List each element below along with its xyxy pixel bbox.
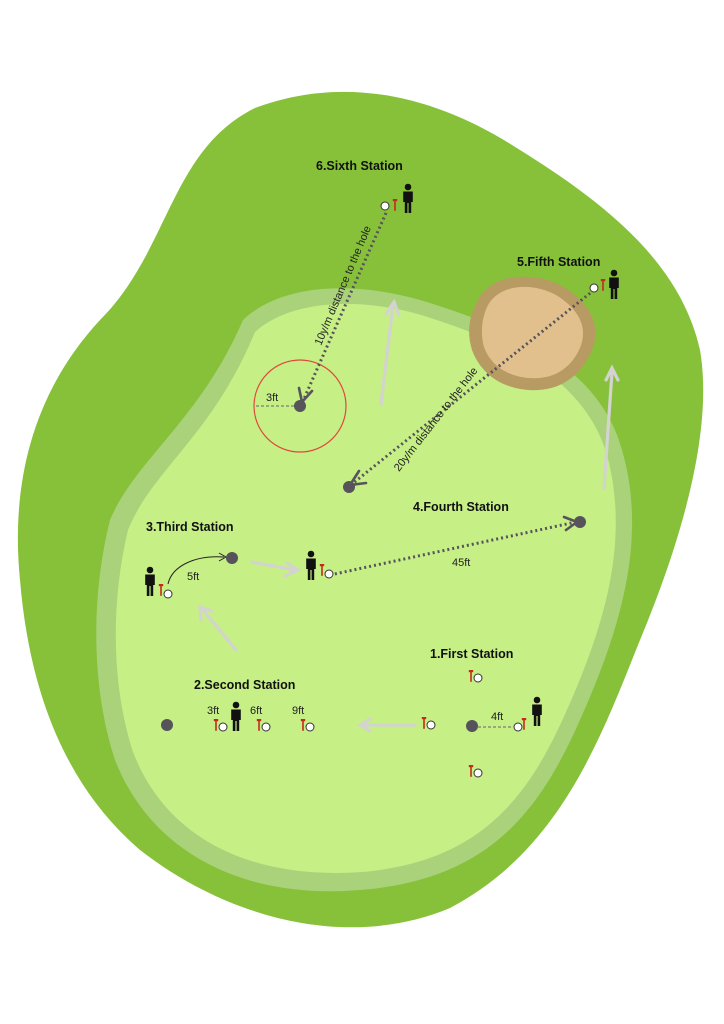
third-station-curve <box>167 556 225 585</box>
target-circle <box>253 359 347 453</box>
holes <box>161 400 586 732</box>
direction-arrows <box>198 298 620 733</box>
third-station-curve-head <box>218 552 228 562</box>
distance-label: 9ft <box>292 705 304 717</box>
station-title-fourth: 4.Fourth Station <box>413 500 509 514</box>
hole-icon <box>466 720 478 732</box>
station-title-sixth: 6.Sixth Station <box>316 159 403 173</box>
putting-green <box>115 303 616 873</box>
hole-icon <box>343 481 355 493</box>
distance-label: 3ft <box>207 705 219 717</box>
station-title-second: 2.Second Station <box>194 678 295 692</box>
hole-icon <box>161 719 173 731</box>
sand-bunker-inner <box>481 286 583 379</box>
distance-label: 3ft <box>266 392 278 404</box>
hole-icon <box>574 516 586 528</box>
measure-lines <box>256 405 513 728</box>
hole-icon <box>294 400 306 412</box>
distance-label: 6ft <box>250 705 262 717</box>
station-title-fifth: 5.Fifth Station <box>517 255 600 269</box>
putt-paths <box>301 212 595 577</box>
distance-label: 5ft <box>187 571 199 583</box>
distance-label: 4ft <box>491 711 503 723</box>
station-title-third: 3.Third Station <box>146 520 234 534</box>
station-title-first: 1.First Station <box>430 647 513 661</box>
hole-icon <box>226 552 238 564</box>
distance-label: 45ft <box>452 557 470 569</box>
